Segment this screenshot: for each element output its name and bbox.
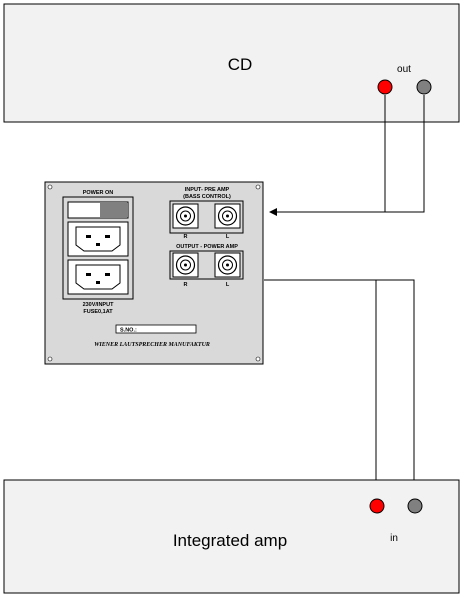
output-jack-l — [214, 252, 241, 278]
voltage-label: 230V/INPUT — [83, 302, 115, 308]
integrated-amp-box: Integrated amp in — [3, 479, 460, 594]
power-switch — [67, 201, 129, 219]
output-jack-r — [172, 252, 199, 278]
amp-label: Integrated amp — [173, 531, 287, 550]
manufacturer-label: WIENER LAUTSPRECHER MANUFAKTUR — [94, 342, 210, 348]
input-l-label: L — [226, 234, 230, 240]
output-r-label: R — [184, 282, 188, 288]
power-label: POWER ON — [83, 190, 114, 196]
iec-inlet-upper — [67, 221, 129, 257]
fuse-label: FUSE0,1AT — [83, 309, 113, 315]
cd-out-gray-jack — [416, 79, 432, 95]
serial-number-plate — [115, 324, 197, 334]
cd-player-box: CD out — [3, 3, 460, 123]
panel-screws — [47, 184, 261, 362]
bass-control-label: (BASS CONTROL) — [183, 194, 231, 200]
input-jack-r — [172, 203, 199, 229]
cd-out-label: out — [397, 64, 411, 75]
amp-in-gray-jack — [407, 498, 423, 514]
cd-to-preamp-cable — [269, 95, 425, 216]
input-jack-l — [214, 203, 241, 229]
amplifier-back-panel: POWER ON 230V/INPUT FUSE0,1AT INPUT- PRE… — [44, 181, 264, 365]
iec-inlet-lower — [67, 259, 129, 295]
output-poweramp-label: OUTPUT - POWER AMP — [176, 244, 238, 250]
amp-in-red-jack — [369, 498, 385, 514]
poweramp-to-amp-cable — [264, 279, 418, 497]
output-l-label: L — [226, 282, 230, 288]
input-r-label: R — [184, 234, 188, 240]
input-preamp-label: INPUT- PRE AMP — [185, 187, 230, 193]
cd-out-red-jack — [377, 79, 393, 95]
serial-label: S.NO.: — [120, 328, 137, 334]
cd-label: CD — [228, 55, 253, 74]
amp-in-label: in — [390, 533, 398, 544]
